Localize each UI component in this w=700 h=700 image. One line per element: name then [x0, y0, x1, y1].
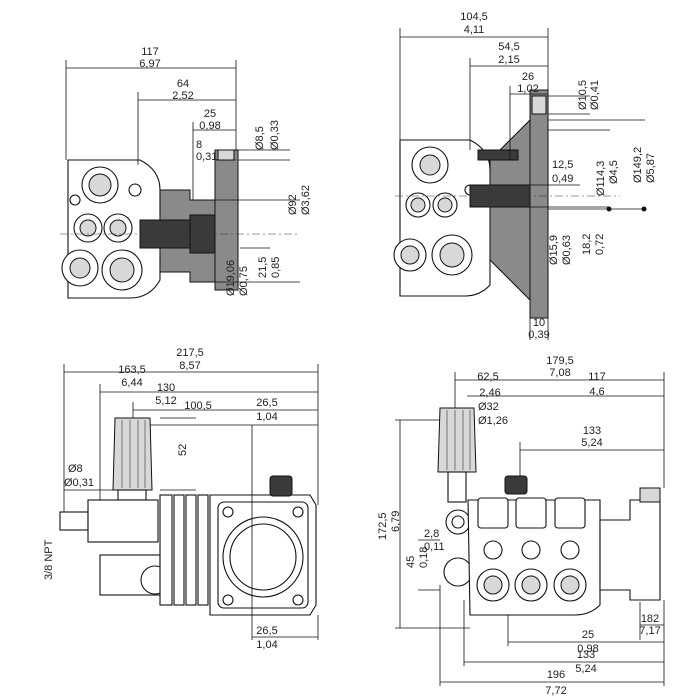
- dim-top-right-102: 1,02: [517, 83, 538, 95]
- dim-bottom-right-011: 0,11: [424, 541, 445, 553]
- dim-bottom-left-1635: 163,5: [118, 364, 146, 376]
- dim-top-left-d362: Ø3,62: [300, 185, 312, 215]
- dim-bottom-right-098: 7,17: [639, 625, 660, 637]
- dim-bottom-right-1795: 179,5: [546, 355, 574, 367]
- dim-bottom-right-196: 196: [547, 669, 565, 681]
- view-top-right: 104,5 4,11 54,5 2,15 26 1,02 Ø10,5 Ø0,41…: [393, 11, 657, 341]
- dim-top-left-d033: Ø0,33: [269, 120, 281, 150]
- dim-top-right-049: 0,49: [552, 173, 573, 185]
- dim-bottom-right-717: 5,24: [575, 663, 596, 675]
- view-bottom-left: 217,5 8,57 163,5 6,44 130 5,12 100,5 26,…: [43, 347, 319, 651]
- dim-bottom-right-182: 133: [577, 649, 595, 661]
- dim-top-left-64: 64: [177, 78, 189, 90]
- dim-bottom-left-npt: 3/8 NPT: [43, 539, 55, 580]
- dim-bottom-left-130: 130: [157, 382, 175, 394]
- dim-bottom-right-133b: 25: [582, 629, 594, 641]
- dim-top-left-8: 8: [196, 139, 202, 151]
- dim-top-left-d92: Ø92: [287, 194, 299, 215]
- dim-top-right-072: 0,72: [594, 234, 606, 255]
- dim-top-right-215: 2,15: [498, 54, 519, 66]
- dim-top-left-252: 2,52: [172, 90, 193, 102]
- dim-top-right-d041: Ø0,41: [589, 80, 601, 110]
- dim-top-right-d1143: Ø114,3: [595, 161, 607, 196]
- dim-top-right-d063: Ø0,63: [561, 235, 573, 265]
- dim-bottom-right-25: 182: [641, 613, 659, 625]
- dim-bottom-right-117: 117: [588, 371, 606, 383]
- dim-top-left-d1906: Ø19,06: [225, 260, 237, 296]
- dim-top-right-d587: Ø5,87: [645, 153, 657, 183]
- dim-bottom-left-d8: Ø8: [68, 463, 83, 475]
- dim-top-right-10: 10: [533, 317, 545, 329]
- dim-bottom-left-d031: Ø0,31: [64, 477, 94, 489]
- dim-top-right-1045: 104,5: [460, 11, 488, 23]
- dim-top-right-125: 12,5: [552, 159, 573, 171]
- view-top-left: 117 6,97 64 2,52 25 0,98 8 0,31 Ø8,5 Ø0,…: [60, 46, 312, 299]
- dim-bottom-left-512: 5,12: [155, 395, 176, 407]
- dim-top-left-215: 21,5: [257, 257, 269, 278]
- dim-top-left-25: 25: [204, 108, 216, 120]
- dim-top-left-098: 0,98: [199, 120, 220, 132]
- dim-bottom-left-1005: 100,5: [184, 400, 212, 412]
- dim-top-right-182: 18,2: [581, 234, 593, 255]
- dim-bottom-right-d126: Ø1,26: [478, 415, 508, 427]
- dim-top-right-545: 54,5: [498, 41, 519, 53]
- dim-top-right-039: 0,39: [528, 329, 549, 341]
- dim-bottom-right-45: 45: [405, 556, 417, 568]
- dim-top-left-085: 0,85: [270, 257, 282, 278]
- dim-bottom-left-265b: 26,5: [256, 625, 277, 637]
- dim-bottom-left-857: 8,57: [179, 360, 200, 372]
- dim-bottom-left-104b: 1,04: [256, 639, 277, 651]
- dim-top-left-d85: Ø8,5: [254, 126, 266, 150]
- dim-bottom-right-524: 5,24: [581, 437, 602, 449]
- dim-bottom-right-708: 7,08: [549, 367, 570, 379]
- dim-bottom-right-d32: Ø32: [478, 401, 499, 413]
- dim-bottom-left-104: 1,04: [256, 411, 277, 423]
- dim-top-right-d1492: Ø149,2: [632, 147, 644, 183]
- dim-top-right-d159: Ø15,9: [548, 235, 560, 265]
- dim-top-right-26: 26: [522, 71, 534, 83]
- dim-bottom-right-133: 133: [583, 425, 601, 437]
- dim-bottom-right-246: 2,46: [479, 387, 500, 399]
- dim-top-right-411: 4,11: [464, 24, 485, 36]
- dim-bottom-left-52: 52: [177, 444, 189, 456]
- dim-bottom-left-265: 26,5: [256, 397, 277, 409]
- dim-top-left-117: 117: [141, 46, 159, 58]
- dim-top-left-031: 0,31: [196, 151, 217, 163]
- dim-bottom-right-625: 62,5: [477, 371, 498, 383]
- dim-bottom-right-679: 6,79: [390, 511, 402, 532]
- dim-bottom-left-2175: 217,5: [176, 347, 204, 359]
- view-bottom-right: 179,5 7,08 62,5 117 2,46 4,6 Ø32 Ø1,26 1…: [377, 355, 665, 697]
- dim-bottom-right-1725: 172,5: [377, 512, 389, 540]
- dim-top-right-d105: Ø10,5: [577, 80, 589, 110]
- dim-bottom-right-772: 7,72: [545, 685, 566, 697]
- dim-bottom-left-644: 6,44: [121, 377, 142, 389]
- dim-top-left-d075: Ø0,75: [238, 266, 250, 296]
- dim-top-right-d45: Ø4,5: [608, 160, 620, 184]
- dim-bottom-right-018: 0,18: [418, 547, 430, 568]
- dim-bottom-right-28: 2,8: [424, 528, 439, 540]
- dim-bottom-right-524b: 0,98: [577, 643, 598, 655]
- dim-top-left-697: 6,97: [139, 58, 160, 70]
- dim-bottom-right-46: 4,6: [589, 386, 604, 398]
